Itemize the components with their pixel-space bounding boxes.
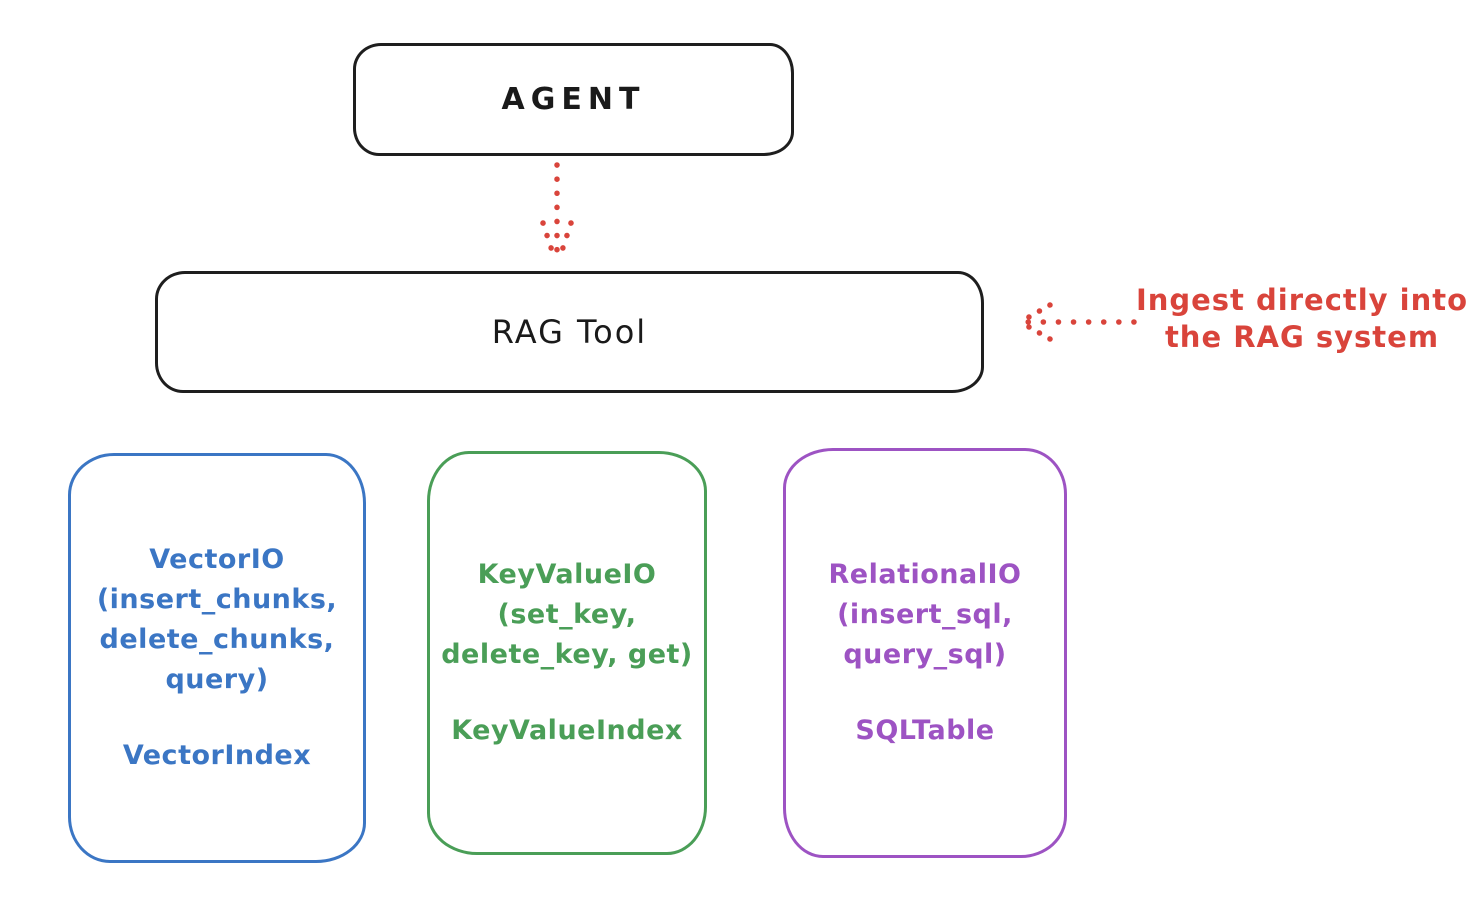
keyvalue-io-interface-label: KeyValueIO (set_key, delete_key, get) — [441, 559, 693, 670]
backend-node-relational-io: RelationalIO (insert_sql, query_sql) SQL… — [783, 448, 1067, 858]
agent-label: AGENT — [501, 82, 646, 117]
ingest-annotation-text: Ingest directly into the RAG system — [1135, 283, 1469, 354]
agent-to-ragtool-arrow-icon — [536, 161, 578, 271]
vector-io-storage-label: VectorIndex — [122, 740, 312, 771]
backend-node-keyvalue-io: KeyValueIO (set_key, delete_key, get) Ke… — [427, 451, 707, 855]
relational-io-storage-label: SQLTable — [855, 715, 995, 746]
keyvalue-io-storage-label: KeyValueIndex — [451, 715, 683, 746]
rag-tool-label: RAG Tool — [491, 313, 648, 351]
backend-node-vector-io: VectorIO (insert_chunks, delete_chunks, … — [68, 453, 366, 863]
rag-tool-node: RAG Tool — [155, 271, 984, 393]
vector-io-interface-label: VectorIO (insert_chunks, delete_chunks, … — [96, 544, 338, 695]
agent-node: AGENT — [353, 43, 794, 156]
annotation-arrow-icon — [1014, 298, 1140, 350]
relational-io-interface-label: RelationalIO (insert_sql, query_sql) — [828, 559, 1022, 670]
